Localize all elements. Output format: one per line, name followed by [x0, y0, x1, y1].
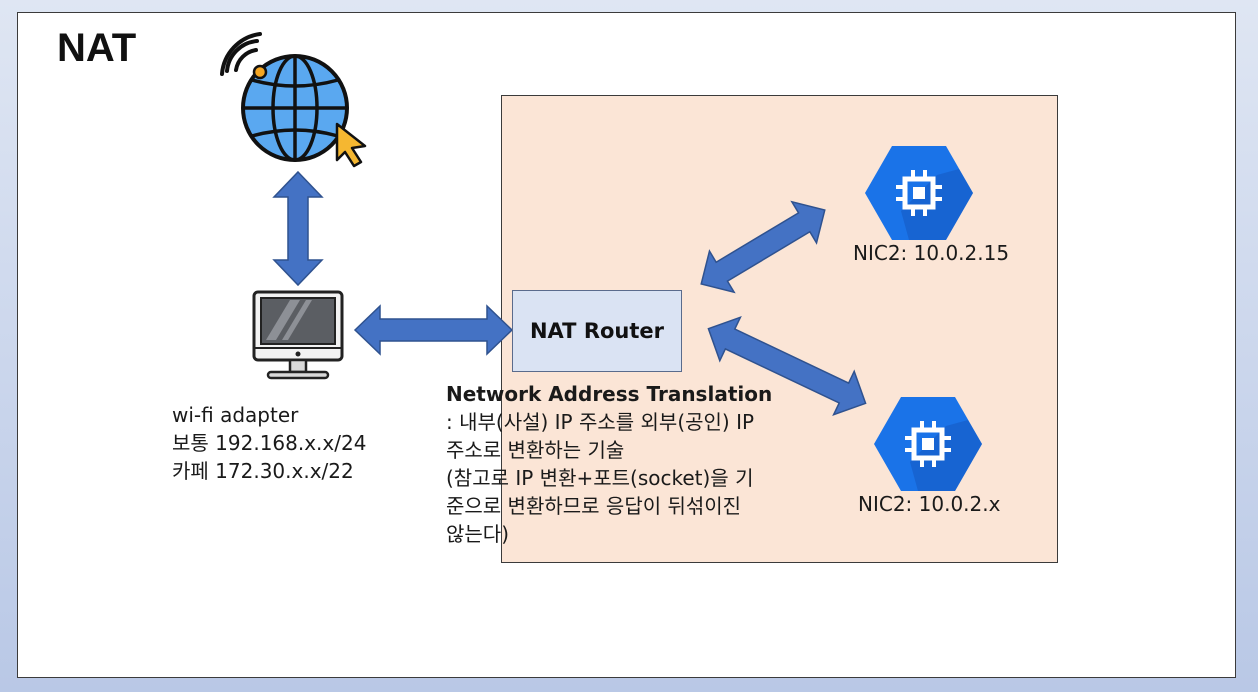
nic2-chip-icon	[874, 397, 982, 491]
nic2-label: NIC2: 10.0.2.x	[858, 492, 1001, 516]
host-adapter-info: wi-fi adapter 보통 192.168.x.x/24 카페 172.3…	[172, 401, 366, 485]
wifi-signal-icon	[220, 32, 262, 76]
nat-description-line: (참고로 IP 변환+포트(socket)을 기	[446, 466, 754, 490]
router-nic2-arrow	[707, 315, 867, 417]
nat-description-line: 주소로 변환하는 기술	[446, 438, 625, 462]
nat-description-heading: Network Address Translation	[446, 382, 773, 406]
nat-router-box: NAT Router	[512, 290, 682, 372]
router-nic1-arrow	[700, 200, 826, 294]
nat-router-label: NAT Router	[529, 319, 665, 343]
nat-description-line: 않는다)	[446, 522, 510, 546]
host-ip-normal: 보통 192.168.x.x/24	[172, 431, 367, 455]
nat-description-line: : 내부(사설) IP 주소를 외부(공인) IP	[446, 410, 755, 434]
nic1-label: NIC2: 10.0.2.15	[853, 241, 1010, 265]
internet-globe	[220, 32, 367, 168]
nic1-chip-icon	[865, 146, 973, 240]
host-ip-cafe: 카페 172.30.x.x/22	[172, 459, 354, 483]
host-adapter-name: wi-fi adapter	[172, 403, 299, 427]
monitor-router-arrow	[353, 304, 514, 356]
monitor-icon	[252, 290, 344, 380]
cursor-icon	[335, 122, 367, 168]
page-title: NAT	[57, 26, 137, 70]
globe-icon	[241, 54, 349, 162]
nat-description: Network Address Translation : 내부(사설) IP …	[446, 380, 772, 548]
nat-description-line: 준으로 변환하므로 응답이 뒤섞이진	[446, 494, 742, 518]
globe-monitor-arrow	[272, 170, 324, 287]
